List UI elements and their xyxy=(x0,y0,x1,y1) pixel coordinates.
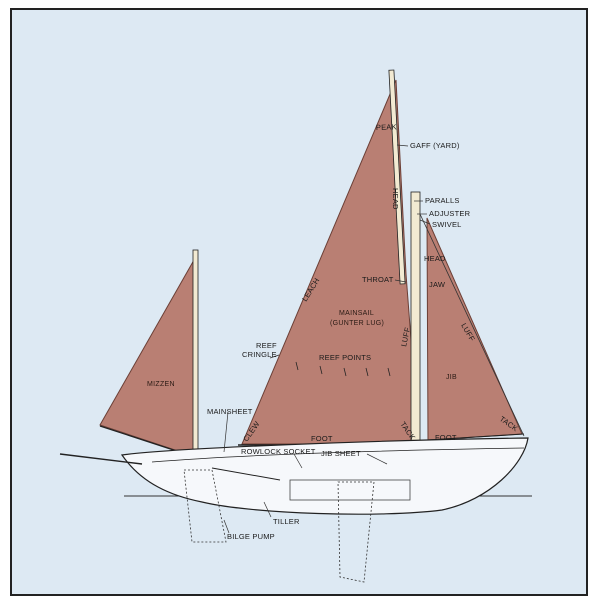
label-jib-sheet: JIB SHEET xyxy=(321,449,361,458)
outrigger-boom xyxy=(59,453,143,465)
label-jaw: JAW xyxy=(429,280,446,289)
diagram-frame: PEAK GAFF (YARD) HEAD PARALLS ADJUSTER S… xyxy=(10,8,588,596)
label-rowlock-socket: ROWLOCK SOCKET xyxy=(241,447,316,456)
label-paralls: PARALLS xyxy=(425,196,460,205)
hull-sheer xyxy=(151,447,525,463)
label-luff-main: LUFF xyxy=(399,326,412,347)
sailboat-diagram: PEAK GAFF (YARD) HEAD PARALLS ADJUSTER S… xyxy=(59,69,532,583)
jib-sail xyxy=(426,217,523,441)
gaff-yard xyxy=(388,69,406,285)
centerboard xyxy=(337,481,375,583)
label-foot-main: FOOT xyxy=(311,434,333,443)
label-tiller: TILLER xyxy=(273,517,300,526)
label-peak: PEAK xyxy=(376,122,397,132)
reef-points xyxy=(295,361,391,377)
label-adjuster: ADJUSTER xyxy=(429,209,471,218)
label-reef-points: REEF POINTS xyxy=(319,353,371,362)
label-jib: JIB xyxy=(446,374,457,381)
label-gunter-lug: (GUNTER LUG) xyxy=(330,320,384,327)
label-bilge-pump: BILGE PUMP xyxy=(227,532,275,541)
leader-lines xyxy=(223,144,431,534)
forestay xyxy=(419,213,525,437)
tiller-bar xyxy=(211,467,281,481)
mizzen-sail xyxy=(99,258,197,458)
label-throat: THROAT xyxy=(362,275,394,284)
label-reef-cringle-1: REEF xyxy=(256,341,277,350)
label-foot-jib: FOOT xyxy=(435,433,457,442)
label-swivel: SWIVEL xyxy=(432,220,462,229)
cockpit-detail xyxy=(289,479,411,501)
label-mizzen: MIZZEN xyxy=(147,381,175,388)
mizzen-mast xyxy=(192,249,199,479)
label-head-main: HEAD xyxy=(391,188,400,210)
rudder xyxy=(183,469,227,543)
label-reef-cringle-2: CRINGLE xyxy=(242,350,277,359)
label-gaff: GAFF (YARD) xyxy=(410,141,460,150)
label-head-jib: HEAD xyxy=(424,254,446,263)
label-mainsheet: MAINSHEET xyxy=(207,407,253,416)
label-mainsail: MAINSAIL xyxy=(339,310,374,317)
